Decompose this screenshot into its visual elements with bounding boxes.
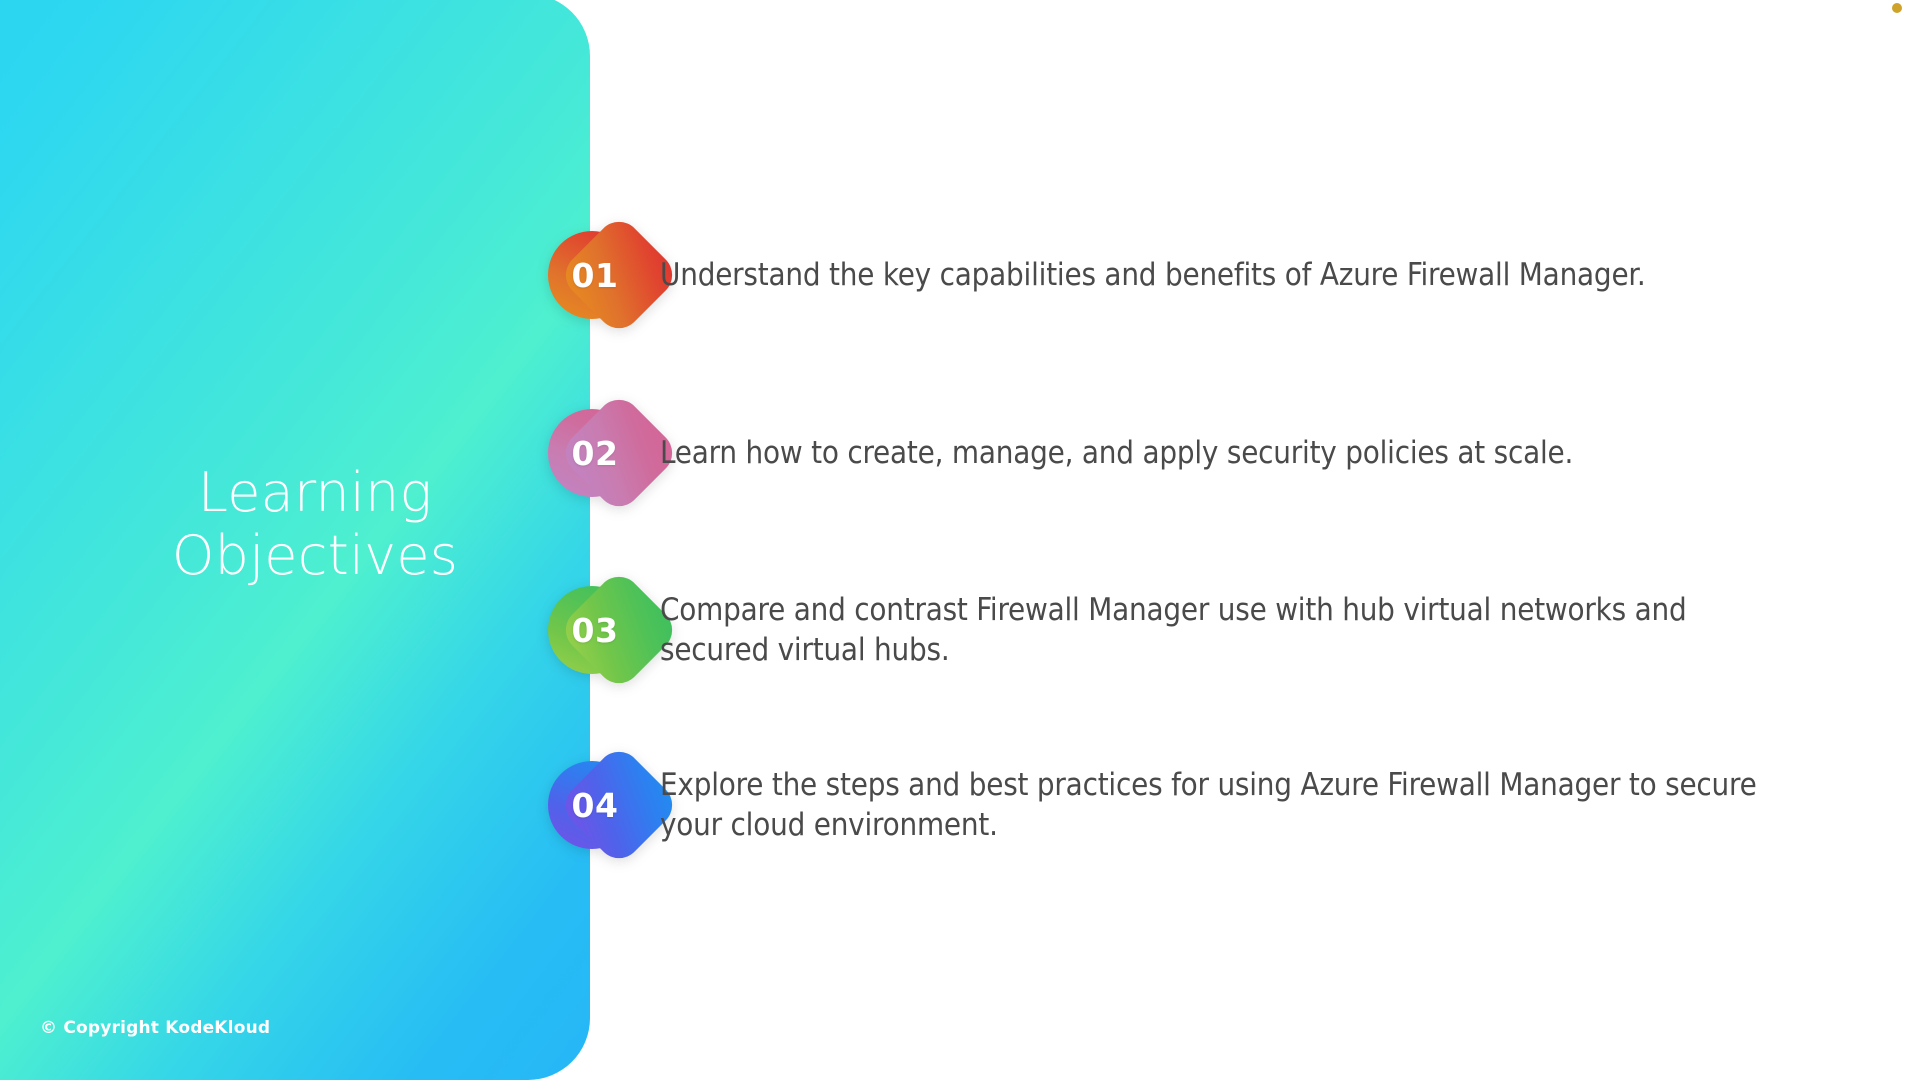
left-gradient-panel [0,0,590,1080]
badge-number-label: 04 [571,785,619,825]
badge-shape-icon [548,567,682,693]
badge-shape-icon [548,390,682,516]
objective-text: Explore the steps and best practices for… [660,766,1757,843]
gold-dot-icon [1892,3,1902,13]
objective-text: Understand the key capabilities and bene… [660,256,1646,293]
objective-item: 01 Understand the key capabilities and b… [0,212,1920,338]
objective-badge-04: 04 [548,742,682,868]
objective-text: Compare and contrast Firewall Manager us… [660,591,1687,668]
objective-badge-02: 02 [548,390,682,516]
copyright-notice: © Copyright KodeKloud [40,1018,271,1038]
badge-number-label: 01 [571,255,619,295]
page-title: Learning Objectives [171,461,459,587]
objective-item: 04 Explore the steps and best practices … [0,742,1920,868]
objective-badge-03: 03 [548,567,682,693]
badge-shape-icon [548,742,682,868]
objective-badge-01: 01 [548,212,682,338]
objective-item: 02 Learn how to create, manage, and appl… [0,390,1920,516]
objective-text: Learn how to create, manage, and apply s… [660,434,1574,471]
badge-shape-icon [548,212,682,338]
objective-item: 03 Compare and contrast Firewall Manager… [0,567,1920,693]
badge-number-label: 03 [571,610,619,650]
badge-number-label: 02 [571,433,619,473]
